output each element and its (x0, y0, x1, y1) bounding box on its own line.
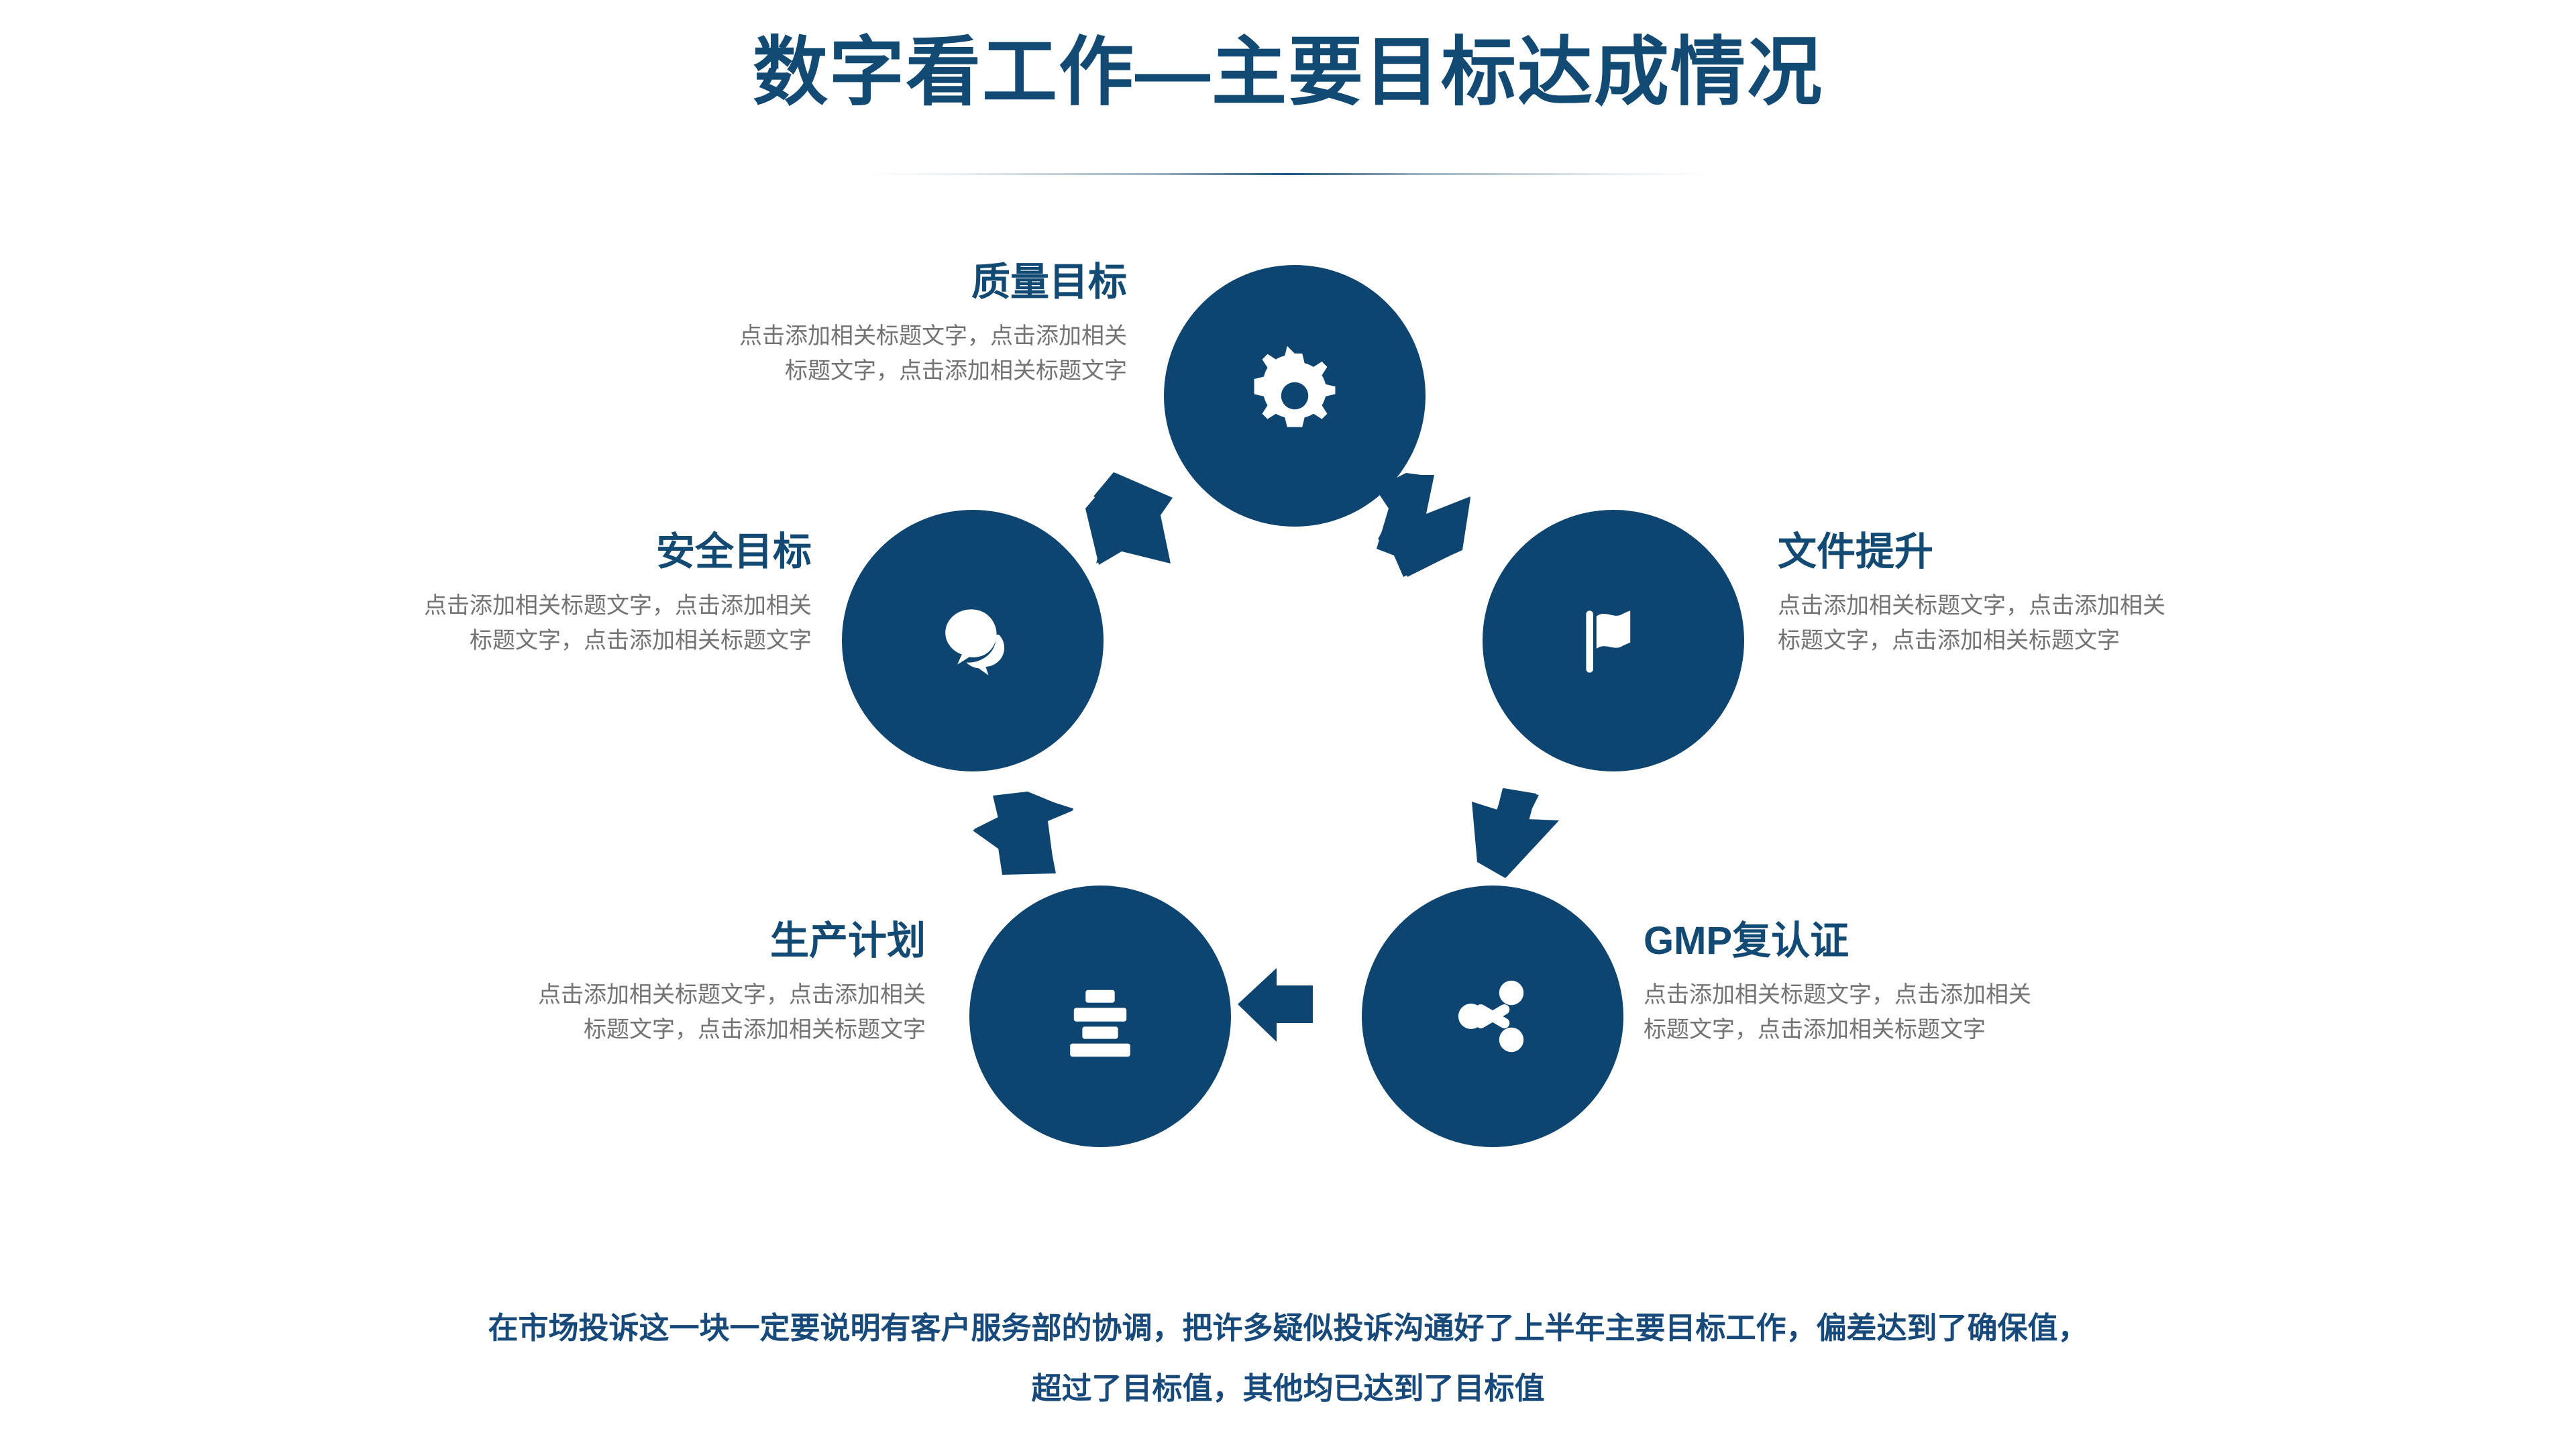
node-circle-document[interactable] (1483, 510, 1744, 771)
node-circle-gmp[interactable] (1362, 885, 1623, 1147)
node-body-line: 点击添加相关标题文字，点击添加相关 (1644, 981, 2031, 1008)
node-circle-plan[interactable] (969, 885, 1231, 1147)
node-body-document: 点击添加相关标题文字，点击添加相关 标题文字，点击添加相关标题文字 (1778, 588, 2422, 659)
chat-bubbles-icon (921, 589, 1025, 693)
node-body-line: 标题文字，点击添加相关标题文字 (1644, 1017, 1986, 1043)
node-body-line: 标题文字，点击添加相关标题文字 (584, 1017, 926, 1043)
node-body-line: 点击添加相关标题文字，点击添加相关 (538, 981, 926, 1008)
summary-caption: 在市场投诉这一块一定要说明有客户服务部的协调，把许多疑似投诉沟通好了上半年主要目… (0, 1298, 2576, 1419)
node-body-gmp: 点击添加相关标题文字，点击添加相关 标题文字，点击添加相关标题文字 (1644, 977, 2281, 1048)
node-body-line: 标题文字，点击添加相关标题文字 (1778, 628, 2120, 654)
caption-line: 超过了目标值，其他均已达到了目标值 (1031, 1371, 1545, 1405)
arrow-quality-to-document (1368, 470, 1483, 584)
flag-icon (1566, 594, 1660, 688)
node-heading-gmp: GMP复认证 (1644, 919, 1849, 963)
node-body-line: 标题文字，点击添加相关标题文字 (785, 358, 1127, 384)
arrow-plan-to-safety (973, 792, 1073, 899)
node-body-line: 点击添加相关标题文字，点击添加相关 (1778, 592, 2165, 619)
node-body-plan: 点击添加相关标题文字，点击添加相关 标题文字，点击添加相关标题文字 (329, 977, 926, 1048)
node-circle-quality[interactable] (1164, 265, 1426, 527)
node-circle-safety[interactable] (842, 510, 1104, 771)
node-body-line: 标题文字，点击添加相关标题文字 (470, 628, 812, 654)
align-center-icon (1053, 969, 1147, 1063)
node-body-line: 点击添加相关标题文字，点击添加相关 (739, 323, 1127, 349)
arrow-gmp-to-plan (1238, 956, 1315, 1053)
node-text-document: 文件提升 点击添加相关标题文字，点击添加相关 标题文字，点击添加相关标题文字 (1778, 530, 2422, 659)
share-icon (1446, 969, 1540, 1063)
arrow-safety-to-quality (1073, 463, 1187, 570)
caption-line: 在市场投诉这一块一定要说明有客户服务部的协调，把许多疑似投诉沟通好了上半年主要目… (488, 1311, 2088, 1345)
node-heading-plan: 生产计划 (769, 919, 926, 963)
node-heading-document: 文件提升 (1778, 530, 1934, 574)
node-text-quality: 质量目标 点击添加相关标题文字，点击添加相关 标题文字，点击添加相关标题文字 (510, 260, 1127, 389)
node-body-quality: 点击添加相关标题文字，点击添加相关 标题文字，点击添加相关标题文字 (510, 319, 1127, 389)
node-body-safety: 点击添加相关标题文字，点击添加相关 标题文字，点击添加相关标题文字 (188, 588, 812, 659)
gear-icon (1244, 345, 1345, 446)
node-heading-safety: 安全目标 (655, 530, 812, 574)
cycle-diagram: 质量目标 点击添加相关标题文字，点击添加相关 标题文字，点击添加相关标题文字 文… (188, 260, 2422, 1147)
node-text-plan: 生产计划 点击添加相关标题文字，点击添加相关 标题文字，点击添加相关标题文字 (329, 919, 926, 1048)
title-divider (865, 173, 1711, 175)
node-body-line: 点击添加相关标题文字，点击添加相关 (424, 592, 812, 619)
node-heading-quality: 质量目标 (971, 260, 1127, 304)
page-title: 数字看工作—主要目标达成情况 (753, 30, 1823, 114)
node-text-gmp: GMP复认证 点击添加相关标题文字，点击添加相关 标题文字，点击添加相关标题文字 (1644, 919, 2281, 1048)
node-text-safety: 安全目标 点击添加相关标题文字，点击添加相关 标题文字，点击添加相关标题文字 (188, 530, 812, 659)
arrow-document-to-gmp (1469, 788, 1570, 896)
